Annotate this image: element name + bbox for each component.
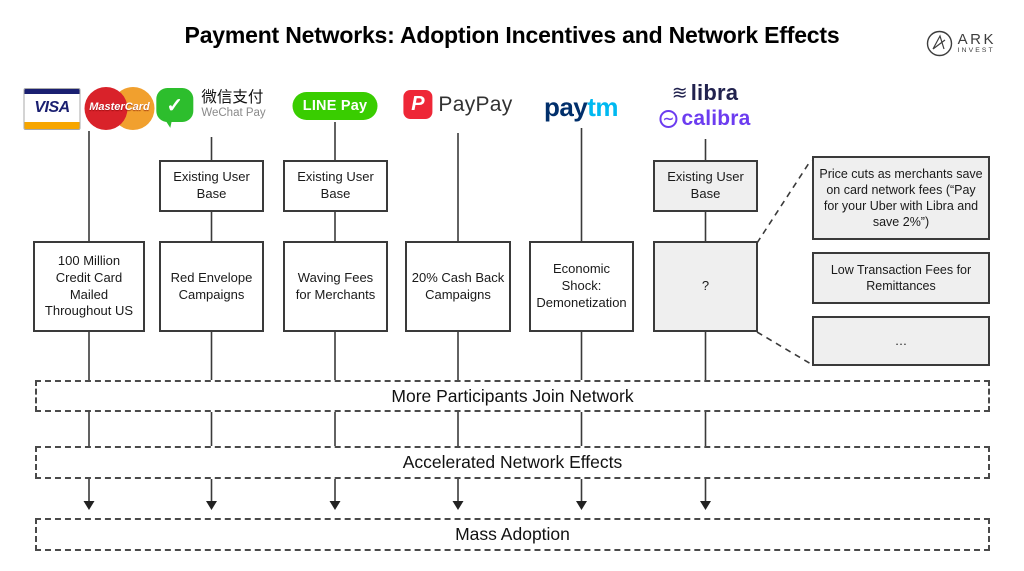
column-lines-linepay — [329, 122, 341, 510]
visa-wordmark: VISA — [34, 98, 70, 116]
mastercard-red-circle — [84, 87, 128, 130]
visa-top-stripe — [24, 88, 80, 94]
flow-mass-adoption: Mass Adoption — [35, 518, 990, 551]
incentive-visa: 100 Million Credit Card Mailed Throughou… — [33, 241, 145, 332]
calibra-logo: ∼ calibra — [659, 108, 750, 129]
wechat-pay-logo: ✓ 微信支付 WeChat Pay — [156, 88, 266, 122]
libra-wordmark: libra — [690, 80, 739, 105]
incentive-paytm: Economic Shock: Demonetization — [529, 241, 634, 332]
visa-logo: VISA — [23, 87, 81, 130]
ark-brand-sub: INVEST — [957, 47, 995, 55]
column-lines-paypay — [452, 133, 464, 510]
incentive-linepay: Waving Fees for Merchants — [283, 241, 388, 332]
ark-mark-icon — [926, 30, 952, 57]
incentive-wechat: Red Envelope Campaigns — [159, 241, 264, 332]
wechat-bubble-icon: ✓ — [156, 88, 194, 122]
mastercard-logo: MasterCard — [84, 86, 155, 131]
existing-user-base-libra: Existing User Base — [653, 160, 758, 212]
wechat-en-wordmark: WeChat Pay — [201, 107, 266, 120]
incentive-libra-unknown: ? — [653, 241, 758, 332]
page-title: Payment Networks: Adoption Incentives an… — [184, 22, 840, 48]
line-pay-logo: LINE Pay — [292, 92, 378, 120]
visa-mastercard-logo: VISA MasterCard — [23, 86, 155, 131]
hypothetical-low-fees: Low Transaction Fees for Remittances — [812, 252, 990, 304]
libra-logo: ≋ libra — [672, 82, 738, 104]
wechat-cn-wordmark: 微信支付 — [201, 89, 264, 107]
hypothetical-more: … — [812, 316, 990, 366]
existing-user-base-wechat: Existing User Base — [159, 160, 264, 212]
line-pay-wordmark: LINE Pay — [292, 92, 378, 120]
paypay-logo: P PayPay — [403, 90, 512, 119]
libra-calibra-logo: ≋ libra ∼ calibra — [659, 82, 750, 129]
calibra-wordmark: calibra — [681, 107, 751, 130]
flow-more-participants: More Participants Join Network — [35, 380, 990, 412]
flow-accelerated-network-effects: Accelerated Network Effects — [35, 446, 990, 479]
hypothetical-branch-lines — [756, 159, 812, 365]
paypay-wordmark: PayPay — [438, 92, 513, 116]
ark-brand-name: ARK — [957, 31, 996, 49]
existing-user-base-linepay: Existing User Base — [283, 160, 388, 212]
paytm-tm-wordmark: tm — [587, 92, 619, 122]
column-lines-paytm — [576, 128, 587, 510]
paypay-p-icon: P — [403, 90, 433, 119]
column-lines-wechat — [206, 137, 217, 510]
incentive-paypay: 20% Cash Back Campaigns — [405, 241, 511, 332]
paytm-pay-wordmark: pay — [543, 92, 588, 122]
libra-wave-icon: ≋ — [671, 82, 688, 104]
column-lines-libra — [700, 139, 711, 510]
hypothetical-price-cuts: Price cuts as merchants save on card net… — [812, 156, 990, 240]
ark-invest-logo: ARK INVEST — [926, 30, 996, 57]
visa-gold-stripe — [24, 121, 80, 129]
column-lines-visa — [83, 131, 95, 510]
mastercard-wordmark: MasterCard — [89, 101, 150, 113]
calibra-circle-icon: ∼ — [659, 109, 678, 128]
